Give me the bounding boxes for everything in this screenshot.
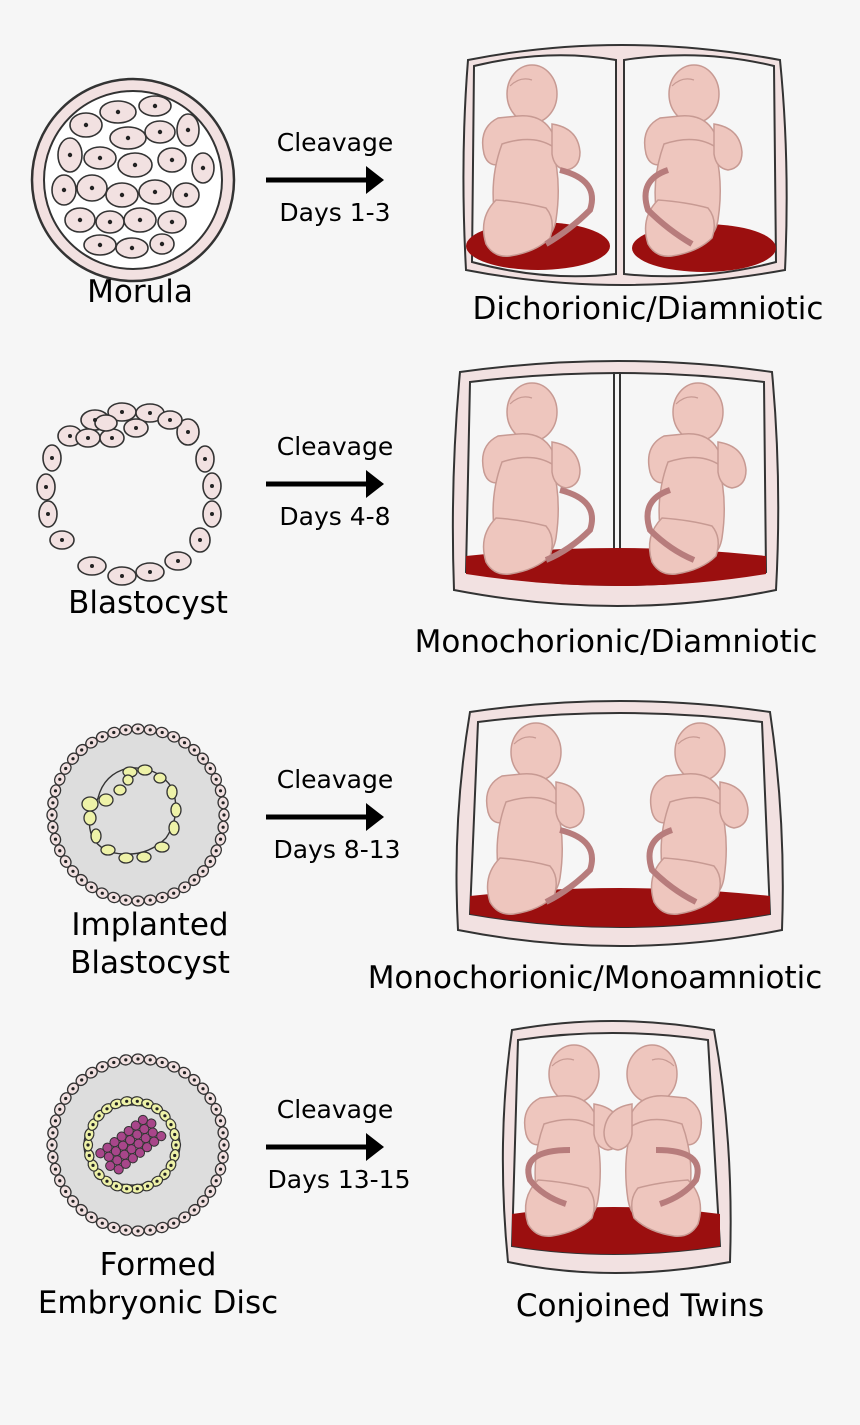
arrow-icon bbox=[266, 803, 384, 831]
twins-icon bbox=[501, 1020, 732, 1274]
blastocyst-icon bbox=[36, 402, 222, 586]
arrow-label-top: Cleavage bbox=[276, 1095, 394, 1124]
implanted-blastocyst-icon bbox=[46, 723, 230, 907]
arrow-icon bbox=[266, 166, 384, 194]
stage-label-line: Implanted bbox=[71, 907, 229, 943]
stage-label-line: Embryonic Disc bbox=[37, 1285, 279, 1321]
stage-label: Morula bbox=[40, 273, 240, 311]
morula-icon bbox=[30, 77, 236, 283]
twins-icon bbox=[462, 44, 788, 286]
result-label: Monochorionic/Diamniotic bbox=[414, 624, 818, 660]
stage-label-line: Blastocyst bbox=[70, 945, 230, 981]
arrow-icon bbox=[266, 470, 384, 498]
stage-label-line: Formed bbox=[99, 1247, 217, 1283]
arrow-label-bottom: Days 8-13 bbox=[273, 835, 401, 864]
stage-label-line: Blastocyst bbox=[68, 585, 228, 621]
result-label: Dichorionic/Diamniotic bbox=[472, 291, 824, 327]
result-label: Conjoined Twins bbox=[515, 1288, 765, 1324]
result-label: Monochorionic/Monoamniotic bbox=[367, 960, 823, 996]
arrow-label-top: Cleavage bbox=[276, 432, 394, 461]
twins-icon bbox=[455, 700, 784, 947]
stage-label: Implanted Blastocyst bbox=[32, 906, 268, 982]
embryonic-disc-icon bbox=[46, 1053, 230, 1237]
stage-label-line: Morula bbox=[87, 274, 193, 310]
arrow-icon bbox=[266, 1133, 384, 1161]
arrow-label-top: Cleavage bbox=[276, 128, 394, 157]
arrow-label-top: Cleavage bbox=[276, 765, 394, 794]
arrow-label-bottom: Days 4-8 bbox=[279, 502, 391, 531]
stage-label: Blastocyst bbox=[48, 584, 248, 622]
arrow-label-bottom: Days 13-15 bbox=[267, 1165, 411, 1194]
twins-icon bbox=[451, 360, 780, 607]
stage-label: Formed Embryonic Disc bbox=[20, 1246, 296, 1322]
arrow-label-bottom: Days 1-3 bbox=[279, 198, 391, 227]
